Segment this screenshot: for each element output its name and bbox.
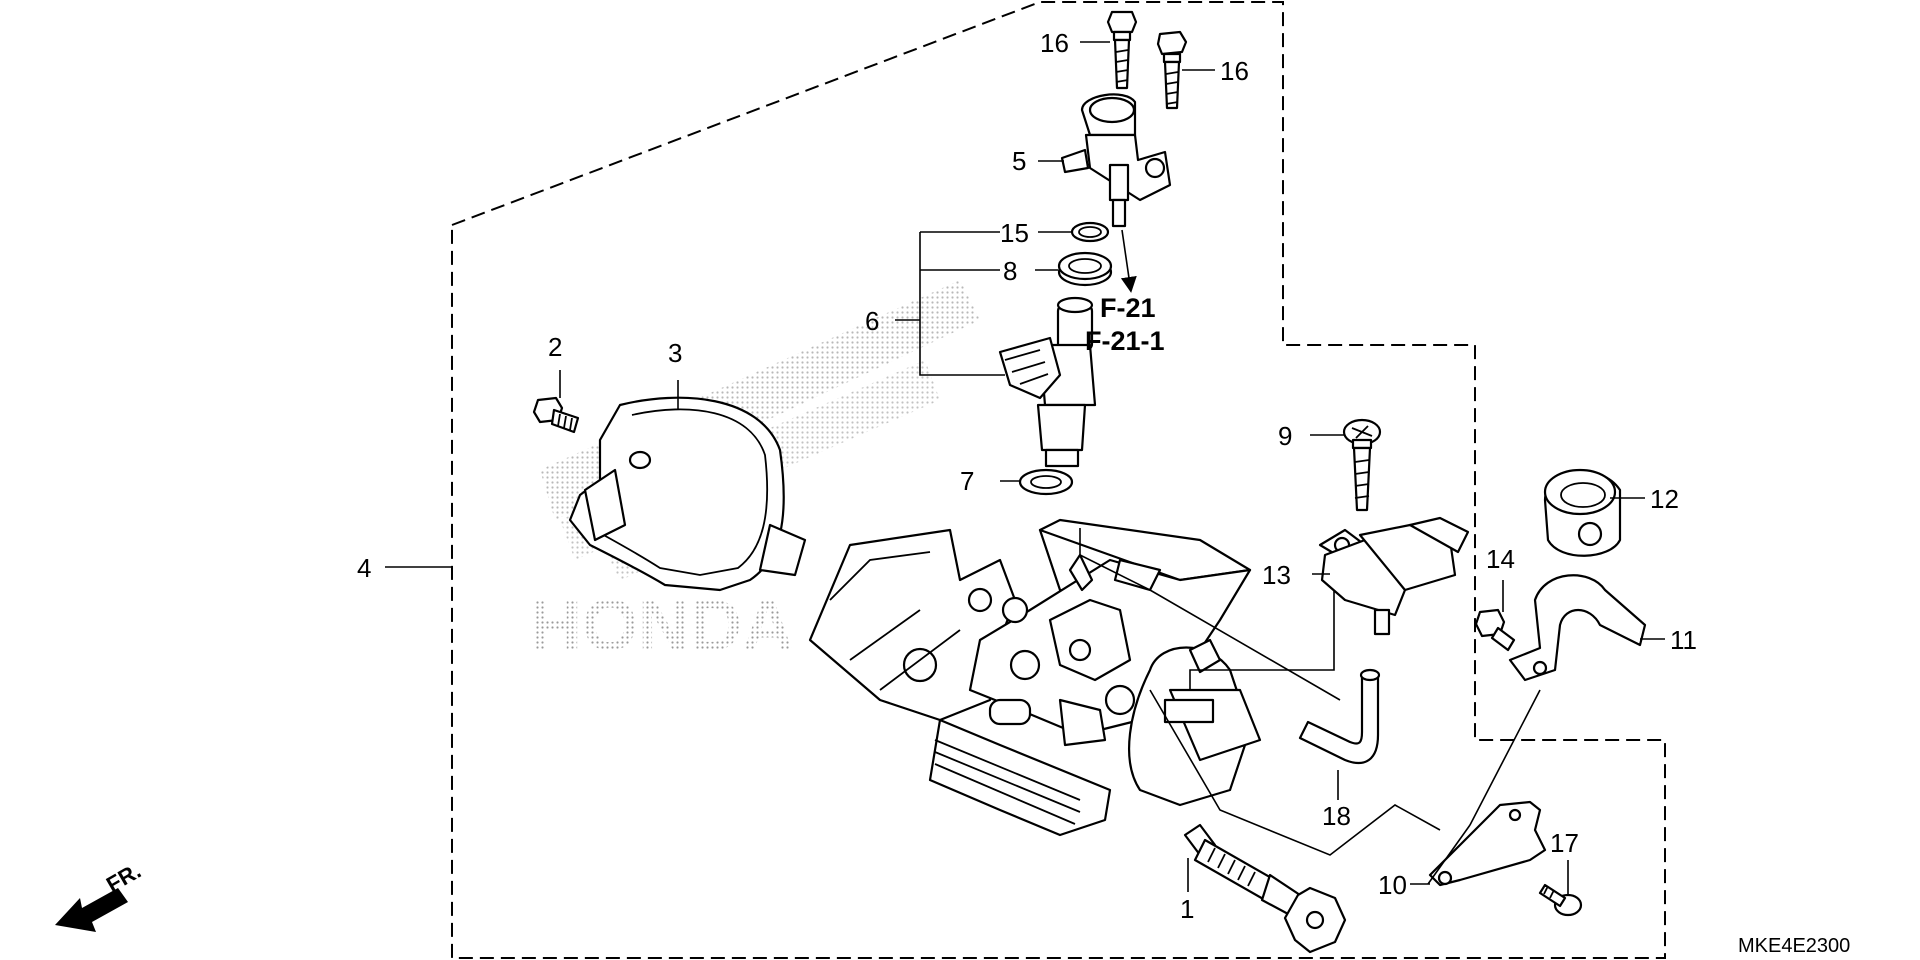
fuel-feed-pipe-5 — [1060, 93, 1172, 293]
cover-3 — [568, 396, 807, 592]
callout-13: 13 — [1262, 560, 1291, 590]
sensor-1 — [1183, 823, 1347, 954]
callout-12: 12 — [1650, 484, 1679, 514]
callout-5: 5 — [1012, 146, 1026, 176]
callout-10: 10 — [1378, 870, 1407, 900]
assembly-boundary — [451, 1, 1666, 959]
screw-17 — [1538, 883, 1583, 917]
bracket-11 — [1508, 574, 1647, 682]
callout-17: 17 — [1550, 828, 1579, 858]
callouts: 16 16 5 15 8 6 7 2 3 4 9 13 12 14 11 18 … — [357, 28, 1697, 924]
stay-10 — [1428, 800, 1547, 887]
callout-9: 9 — [1278, 421, 1292, 451]
hose-18 — [1298, 672, 1380, 765]
callout-11: 11 — [1670, 625, 1697, 655]
watermark-text: HONDA — [530, 586, 794, 666]
o-ring-15 — [1070, 221, 1110, 243]
front-arrow: FR. — [55, 858, 145, 932]
callout-15: 15 — [1000, 218, 1029, 248]
callout-1: 1 — [1180, 894, 1194, 924]
sensor-13 — [1318, 516, 1470, 636]
ref-label-f21-1[interactable]: F-21-1 — [1085, 326, 1165, 356]
callout-14: 14 — [1486, 544, 1515, 574]
bolt-9 — [1342, 418, 1382, 512]
callout-6: 6 — [865, 306, 879, 336]
leader-lines — [385, 41, 1665, 895]
ref-label-f21[interactable]: F-21 — [1100, 293, 1156, 323]
frame-code: MKE4E2300 — [1738, 935, 1850, 957]
callout-3: 3 — [668, 338, 682, 368]
callout-16-left: 16 — [1040, 28, 1069, 58]
bolt-2 — [532, 396, 580, 434]
throttle-body — [808, 518, 1262, 837]
seal-8 — [1057, 251, 1113, 287]
front-label: FR. — [102, 858, 145, 897]
o-ring-7 — [1018, 468, 1074, 496]
injector-6 — [998, 296, 1097, 468]
bolt-14 — [1474, 608, 1516, 652]
callout-2: 2 — [548, 332, 562, 362]
grommet-12 — [1543, 468, 1622, 557]
callout-18: 18 — [1322, 801, 1351, 831]
bolt-16-left — [1106, 10, 1138, 90]
bolt-16-right — [1156, 30, 1188, 110]
callout-16-right: 16 — [1220, 56, 1249, 86]
callout-7: 7 — [960, 466, 974, 496]
callout-8: 8 — [1003, 256, 1017, 286]
callout-4: 4 — [357, 553, 371, 583]
